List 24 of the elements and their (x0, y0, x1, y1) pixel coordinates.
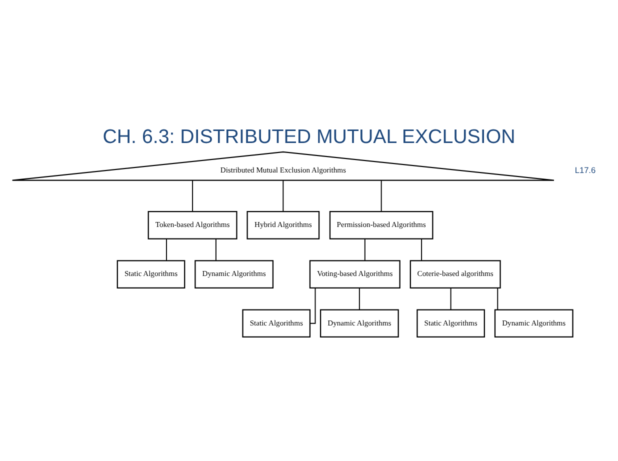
node-box: Dynamic Algorithms (320, 309, 399, 338)
node-box: Static Algorithms (416, 309, 485, 338)
diagram-title: CH. 6.3: DISTRIBUTED MUTUAL EXCLUSION (102, 126, 516, 148)
label: L17.6 (574, 164, 596, 175)
connector (358, 287, 360, 310)
connector (310, 287, 316, 324)
connector (450, 287, 452, 310)
connector (282, 180, 284, 212)
connector (497, 287, 498, 310)
node-box: Static Algorithms (242, 309, 311, 338)
node-box: Hybrid Algorithms (246, 211, 320, 240)
node-box: Coterie-based algorithms (410, 260, 501, 288)
node-box: Token-based Algorithms (148, 211, 238, 240)
node-box: Dynamic Algorithms (494, 309, 574, 338)
connector (192, 180, 194, 212)
node-box: Static Algorithms (116, 260, 186, 288)
connector (166, 238, 167, 262)
connector (380, 180, 382, 212)
connector (421, 238, 422, 262)
node-box: Dynamic Algorithms (194, 260, 274, 288)
connector (215, 238, 216, 262)
connector (364, 238, 366, 262)
node-box: Voting-based Algorithms (309, 260, 400, 288)
node-box: Permission-based Algorithms (329, 211, 434, 240)
